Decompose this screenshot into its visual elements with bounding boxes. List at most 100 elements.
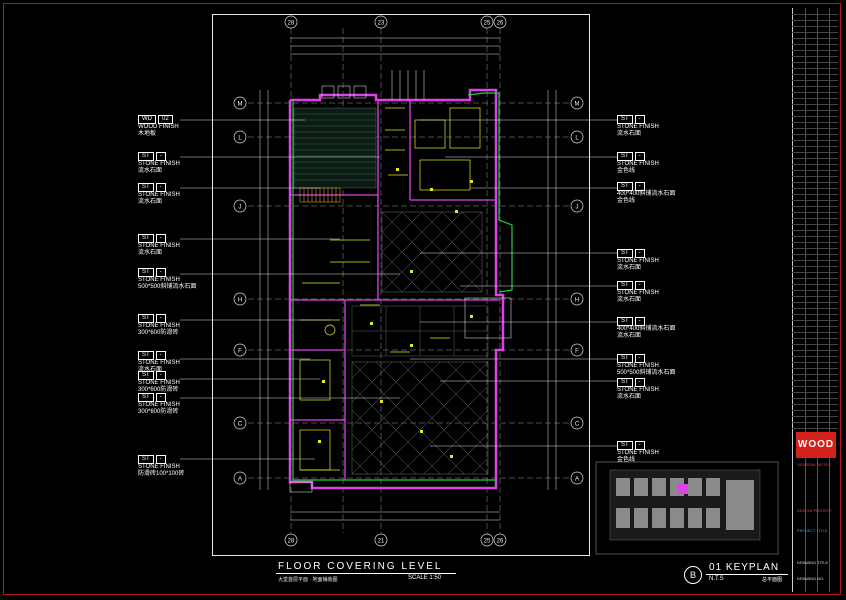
- tag-description: 流水石面: [138, 367, 163, 373]
- title-block-row: [792, 218, 838, 219]
- tag-material: STONE FINISH: [617, 258, 659, 264]
- grid-column-bubble-top: 26: [497, 21, 504, 27]
- title-block-row: [792, 296, 838, 297]
- title-block-row: [792, 14, 838, 15]
- tag-code: ST: [617, 317, 633, 326]
- title-block-row: [792, 104, 838, 105]
- grid-row-bubble-left: C: [238, 422, 243, 428]
- tag-description: 300*600防滑砖: [138, 387, 179, 393]
- tag-code: ST: [617, 115, 633, 124]
- title-block-row: [792, 362, 838, 363]
- title-block-row: [792, 266, 838, 267]
- tag-description: 流水石面: [138, 199, 163, 205]
- title-block-row: [792, 284, 838, 285]
- grid-column-bubble-top-circle: [374, 15, 388, 29]
- title-block-row: [792, 248, 838, 249]
- tag-number: -: [155, 393, 166, 402]
- tag-material: STONE FINISH: [138, 277, 180, 283]
- tag-description: 500*500斜铺流水石面: [138, 284, 197, 290]
- tag-number: 02: [158, 115, 173, 124]
- title-block-row: [792, 128, 838, 129]
- tag-code: ST: [138, 183, 154, 192]
- tag-code: ST: [138, 455, 154, 464]
- keyplan-title: 01 KEYPLAN: [709, 562, 780, 573]
- tag-material: STONE FINISH: [138, 402, 180, 408]
- tag-material: WOOD FINISH: [138, 124, 179, 130]
- title-block-row: [792, 308, 838, 309]
- grid-row-bubble-right: H: [575, 298, 579, 304]
- tag-code: ST: [138, 152, 154, 161]
- grid-row-bubble-right-circle: [570, 96, 584, 110]
- tag-material: STONE FINISH: [138, 464, 180, 470]
- tag-material: 400*400斜铺流水石面: [617, 326, 676, 332]
- grid-row-bubble-right: F: [575, 349, 579, 355]
- title-block-row: [792, 428, 838, 429]
- title-block-row: [792, 410, 838, 411]
- tag-description: 500*500斜铺流水石面: [617, 370, 676, 376]
- tag-code: ST: [138, 234, 154, 243]
- title-block-col: [829, 8, 830, 592]
- keyplan-rule: [706, 574, 788, 575]
- grid-column-bubble-top-circle: [284, 15, 298, 29]
- title-block-row: [792, 416, 838, 417]
- grid-column-bubble-top: 28: [288, 21, 295, 27]
- tag-code: ST: [617, 378, 633, 387]
- tag-material: STONE FINISH: [617, 450, 659, 456]
- tag-number: -: [634, 441, 645, 450]
- grid-column-bubble-bottom: 21: [378, 539, 385, 545]
- title-block-row: [792, 290, 838, 291]
- title-block-row: [792, 320, 838, 321]
- diagonal-tile-pattern-upper: [381, 211, 483, 293]
- title-block-row: [792, 86, 838, 87]
- grid-row-bubble-right: J: [576, 205, 579, 211]
- tag-number: -: [155, 183, 166, 192]
- tag-code: ST: [138, 393, 154, 402]
- tag-number: -: [634, 378, 645, 387]
- title-block-row: [792, 26, 838, 27]
- wood-floor-area: [293, 107, 377, 189]
- tag-number: -: [155, 152, 166, 161]
- title-block-row: [792, 44, 838, 45]
- tag-description: 300*600防滑砖: [138, 330, 179, 336]
- tag-code: ST: [617, 249, 633, 258]
- tb-note-project: DESIGN PROJECT: [797, 508, 833, 513]
- grid-column-bubble-bottom-circle: [493, 533, 507, 547]
- tag-material: STONE FINISH: [617, 363, 659, 369]
- title-block-row: [792, 152, 838, 153]
- title-block-row: [792, 38, 838, 39]
- staircase: [299, 187, 341, 203]
- title-block-row: [792, 242, 838, 243]
- tag-material: STONE FINISH: [138, 380, 180, 386]
- title-block-row: [792, 194, 838, 195]
- tag-code: ST: [617, 182, 633, 191]
- tag-description: 金色线: [617, 198, 636, 204]
- tag-number: -: [634, 317, 645, 326]
- title-block-row: [792, 368, 838, 369]
- title-block-row: [792, 122, 838, 123]
- tag-number: -: [155, 455, 166, 464]
- title-block-row: [792, 146, 838, 147]
- tag-material: STONE FINISH: [617, 290, 659, 296]
- title-block-row: [792, 74, 838, 75]
- title-block-row: [792, 236, 838, 237]
- tag-number: -: [634, 249, 645, 258]
- grid-row-bubble-left: L: [238, 136, 242, 142]
- grid-row-bubble-left-circle: [233, 199, 247, 213]
- title-block-row: [792, 278, 838, 279]
- grid-row-bubble-right-circle: [570, 199, 584, 213]
- tag-code: ST: [138, 314, 154, 323]
- title-block-row: [792, 188, 838, 189]
- tag-number: -: [634, 115, 645, 124]
- grid-row-bubble-left: F: [238, 349, 242, 355]
- grid-row-bubble-left-circle: [233, 130, 247, 144]
- title-block-row: [792, 50, 838, 51]
- tag-code: WD: [138, 115, 156, 124]
